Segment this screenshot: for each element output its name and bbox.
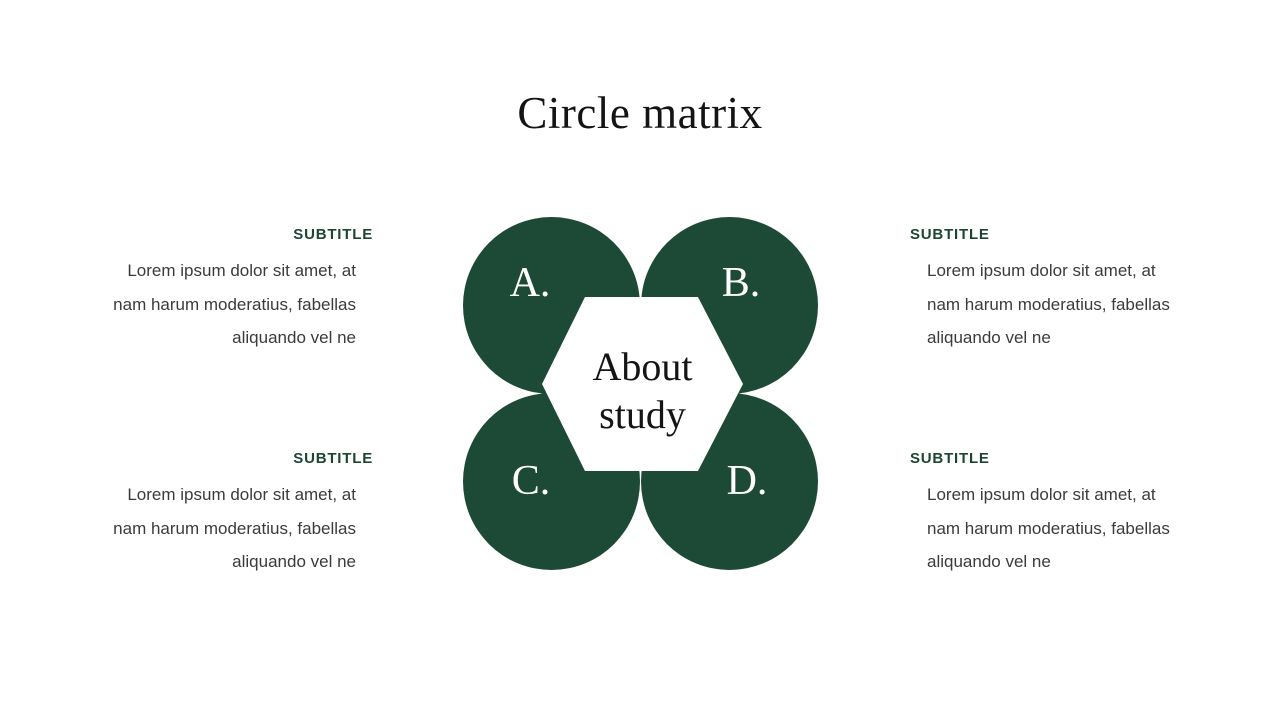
- center-label-line-1: About: [592, 344, 693, 389]
- circle-label-b: B.: [721, 260, 761, 306]
- body-line: nam harum moderatius, fabellas: [927, 294, 1170, 314]
- subtitle-bottom-left: SUBTITLE: [293, 450, 373, 467]
- subtitle-top-right: SUBTITLE: [910, 226, 990, 243]
- body-line: Lorem ipsum dolor sit amet, at: [127, 485, 356, 504]
- body-text-bottom-left: Lorem ipsum dolor sit amet, at nam harum…: [73, 478, 356, 579]
- center-label-line-2: study: [599, 392, 686, 437]
- circle-label-d: D.: [726, 458, 768, 504]
- body-line: Lorem ipsum dolor sit amet, at: [127, 261, 356, 280]
- info-block-bottom-left: SUBTITLE Lorem ipsum dolor sit amet, at …: [73, 449, 373, 579]
- body-text-bottom-right: Lorem ipsum dolor sit amet, at nam harum…: [927, 478, 1210, 579]
- subtitle-bottom-right: SUBTITLE: [910, 450, 990, 467]
- body-text-top-left: Lorem ipsum dolor sit amet, at nam harum…: [73, 254, 356, 355]
- body-text-top-right: Lorem ipsum dolor sit amet, at nam harum…: [927, 254, 1210, 355]
- center-hexagon-label: About study: [593, 343, 693, 439]
- center-hexagon: About study: [542, 297, 743, 471]
- body-line: nam harum moderatius, fabellas: [113, 294, 356, 314]
- info-block-top-left: SUBTITLE Lorem ipsum dolor sit amet, at …: [73, 225, 373, 355]
- body-line: aliquando vel ne: [927, 328, 1051, 347]
- info-block-top-right: SUBTITLE Lorem ipsum dolor sit amet, at …: [910, 225, 1210, 355]
- body-line: aliquando vel ne: [232, 552, 356, 571]
- subtitle-top-left: SUBTITLE: [293, 226, 373, 243]
- body-line: Lorem ipsum dolor sit amet, at: [927, 485, 1156, 504]
- info-block-bottom-right: SUBTITLE Lorem ipsum dolor sit amet, at …: [910, 449, 1210, 579]
- body-line: Lorem ipsum dolor sit amet, at: [927, 261, 1156, 280]
- circle-label-c: C.: [511, 458, 551, 504]
- body-line: nam harum moderatius, fabellas: [927, 518, 1170, 538]
- body-line: aliquando vel ne: [927, 552, 1051, 571]
- slide-title: Circle matrix: [517, 88, 763, 138]
- circle-label-a: A.: [509, 260, 551, 306]
- body-line: nam harum moderatius, fabellas: [113, 518, 356, 538]
- body-line: aliquando vel ne: [232, 328, 356, 347]
